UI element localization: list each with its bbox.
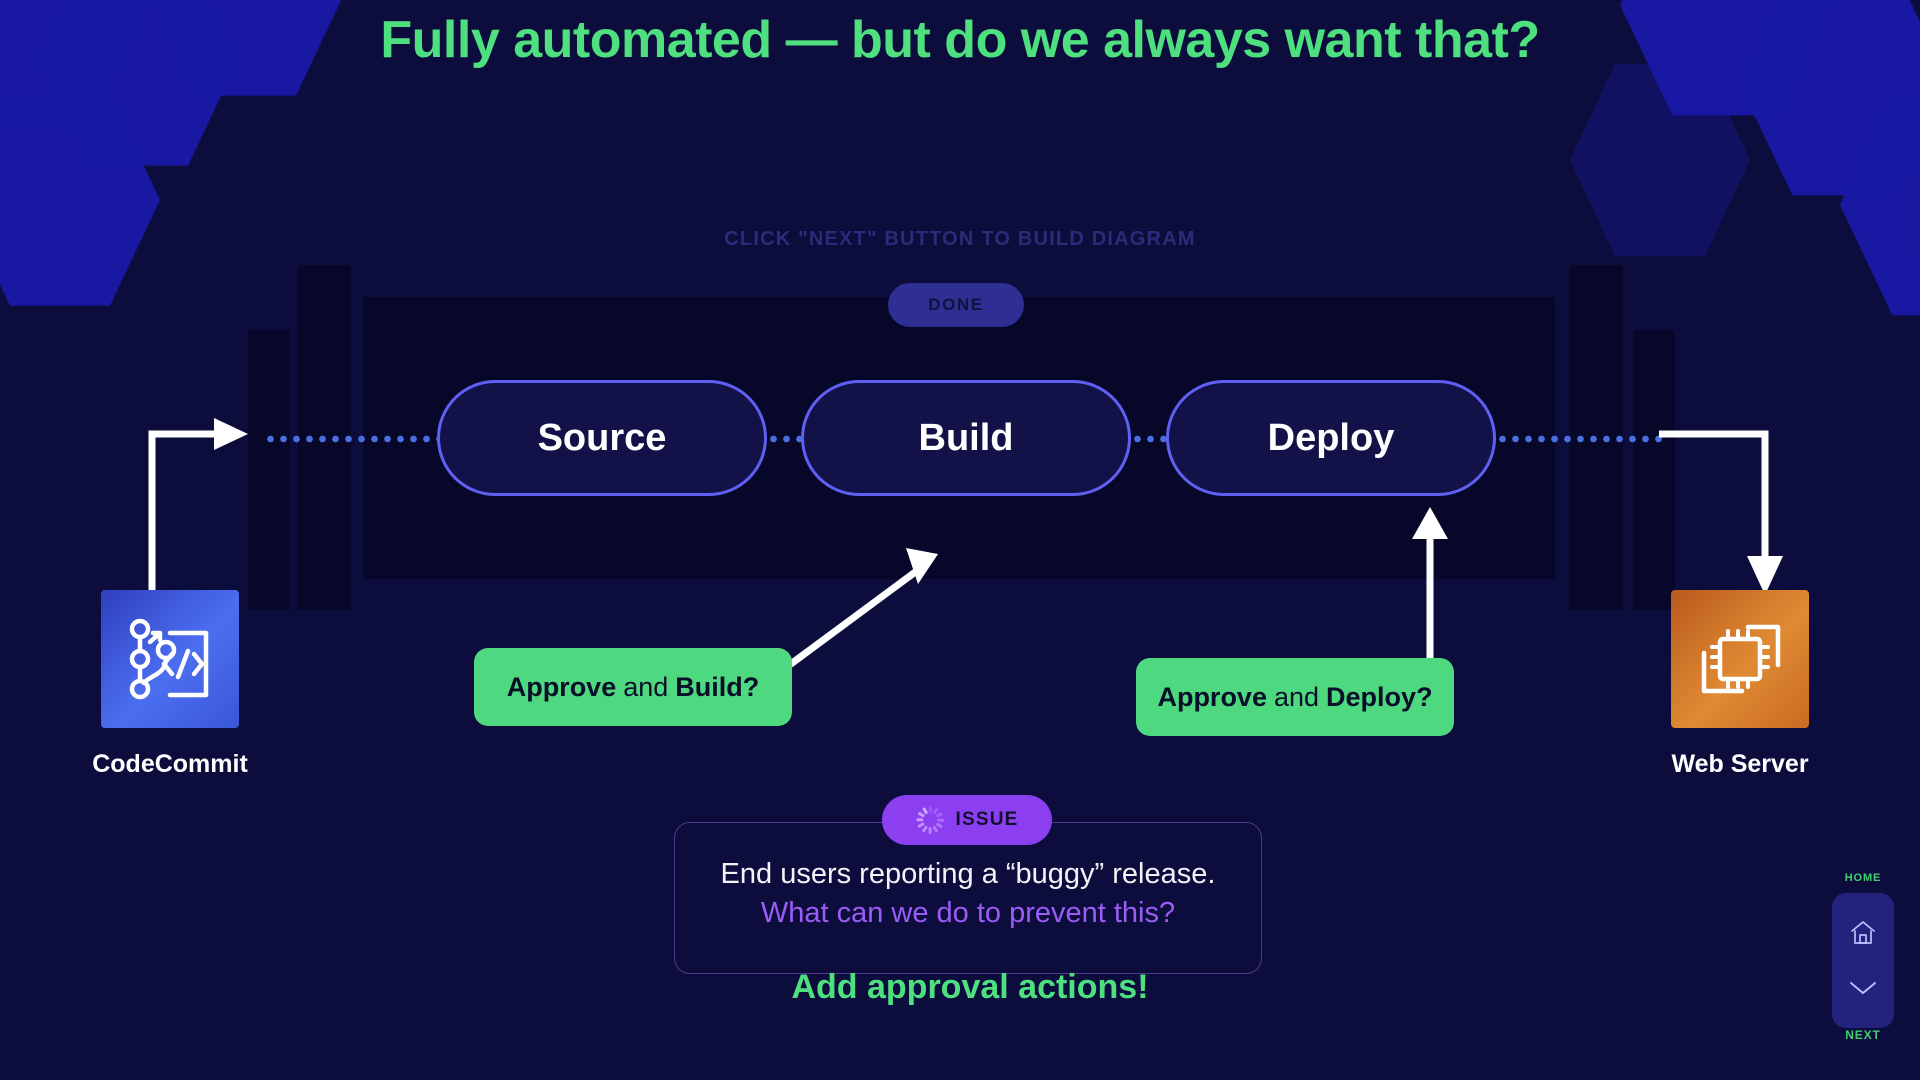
- approval-suffix: Build?: [675, 671, 760, 702]
- connector-dots-deploy-out: [1496, 434, 1662, 444]
- pipeline-stage-label: Source: [537, 416, 667, 459]
- home-icon[interactable]: [1849, 919, 1877, 952]
- approval-middle: and: [1273, 681, 1320, 712]
- approval-prefix: Approve: [1157, 681, 1267, 712]
- service-label: Web Server: [1671, 750, 1809, 778]
- connector-dots-to-source: [264, 434, 439, 444]
- hex-shape: [0, 94, 160, 306]
- arrow-approve-deploy-to-deploy: [1412, 507, 1448, 663]
- chevron-down-icon[interactable]: [1848, 979, 1878, 1002]
- issue-badge-label: ISSUE: [955, 809, 1019, 830]
- slide-title: Fully automated — but do we always want …: [380, 11, 1540, 69]
- issue-answer: Add approval actions!: [791, 968, 1149, 1006]
- nav-home-label: HOME: [1844, 872, 1882, 884]
- approval-callout-build[interactable]: Approve and Build?: [474, 648, 792, 726]
- service-webserver[interactable]: Web Server: [1620, 590, 1860, 779]
- hex-shape: [1840, 94, 1920, 316]
- pipeline-stage-source[interactable]: Source: [437, 380, 767, 496]
- done-badge[interactable]: DONE: [888, 283, 1024, 327]
- arrow-approve-build-to-build: [777, 548, 938, 675]
- spinner-icon: [915, 806, 945, 834]
- pipeline-stage-build[interactable]: Build: [801, 380, 1131, 496]
- pipeline-stage-label: Build: [918, 416, 1014, 459]
- approval-callout-deploy[interactable]: Approve and Deploy?: [1136, 658, 1454, 736]
- nav-panel: [1832, 893, 1894, 1028]
- issue-badge[interactable]: ISSUE: [882, 795, 1052, 845]
- code-repository-icon: [101, 590, 239, 728]
- issue-description: End users reporting a “buggy” release.: [720, 858, 1216, 890]
- service-label: CodeCommit: [92, 750, 248, 778]
- connector-pipeline-to-webserver: [1659, 430, 1783, 595]
- issue-question: What can we do to prevent this?: [760, 897, 1176, 929]
- pipeline-stage-deploy[interactable]: Deploy: [1166, 380, 1496, 496]
- nav-next-label: NEXT: [1845, 1028, 1881, 1042]
- pipeline-bar-left-outer: [248, 330, 290, 610]
- connector-codecommit-to-pipeline: [148, 418, 248, 606]
- approval-middle: and: [623, 671, 669, 702]
- pipeline-stage-label: Deploy: [1267, 416, 1395, 459]
- service-codecommit[interactable]: CodeCommit: [50, 590, 290, 779]
- build-hint-text: CLICK "NEXT" BUTTON TO BUILD DIAGRAM: [724, 228, 1196, 250]
- connector-dots-build-deploy: [1131, 434, 1168, 444]
- cpu-chip-icon: [1671, 590, 1809, 728]
- connector-dots-source-build: [767, 434, 803, 444]
- approval-prefix: Approve: [506, 671, 617, 702]
- pipeline-bar-right-outer: [1633, 330, 1675, 610]
- approval-suffix: Deploy?: [1326, 681, 1433, 712]
